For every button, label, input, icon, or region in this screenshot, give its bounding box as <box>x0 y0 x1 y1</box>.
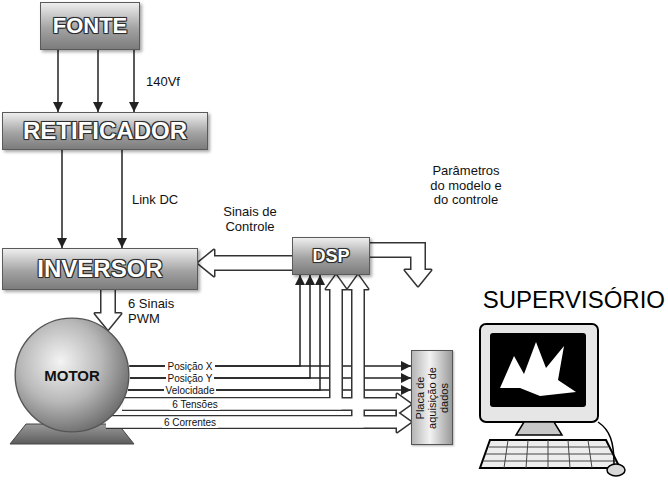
edge-label: 6 Tensões <box>170 399 219 410</box>
hollow-arrow-outline <box>370 250 431 286</box>
monitor-stand <box>516 422 562 435</box>
source-box: FONTE <box>40 2 140 50</box>
node-label: INVERSOR <box>37 255 162 283</box>
hollow-arrow-body-fill <box>212 257 292 270</box>
hollow-arrow-outline <box>106 275 368 422</box>
hollow-arrow-body <box>122 287 336 404</box>
computer-icon <box>480 324 625 476</box>
hollow-arrow-head-fill <box>397 412 411 432</box>
hollow-arrow-head <box>405 270 431 286</box>
monitor-screen <box>490 333 586 407</box>
hollow-arrow-body-fill <box>102 290 115 316</box>
edge-label: 6 Sinais PWM <box>128 297 190 327</box>
signal-arrow <box>133 50 135 112</box>
hollow-arrow-head-fill <box>326 275 346 289</box>
keyboard <box>480 440 620 468</box>
signal-arrow <box>130 275 310 378</box>
hollow-arrow-fill <box>122 275 346 404</box>
motor-body <box>15 318 129 432</box>
edge-label-holder: 140Vf <box>146 75 180 90</box>
motor-circle: MOTOR <box>14 317 130 433</box>
screen-burst <box>500 342 576 396</box>
hollow-arrow-body-fill <box>370 250 418 272</box>
node-label: Placa de aquisição de dados <box>414 353 450 442</box>
edge-label-holder: 6 Correntes <box>162 417 218 428</box>
rotated-text-holder: Placa de aquisição de dados <box>414 353 450 442</box>
hollow-arrow-fill <box>106 275 368 422</box>
acquisition-board: Placa de aquisição de dados <box>411 350 453 445</box>
edge-label: Parâmetros do modelo e do controle <box>424 164 508 209</box>
hollow-arrow-head-fill <box>405 270 431 286</box>
hollow-arrow-body <box>106 287 358 422</box>
hollow-arrow-body-fill <box>106 287 358 422</box>
hollow-arrow-body <box>212 255 292 271</box>
keyboard-keys <box>483 440 616 468</box>
signal-arrow <box>57 50 59 112</box>
node-label: SUPERVISÓRIO <box>483 286 665 314</box>
monitor-case <box>480 324 598 422</box>
node-label: DSP <box>312 246 349 267</box>
supervisory-heading: SUPERVISÓRIO <box>405 286 665 320</box>
mouse <box>607 464 625 476</box>
signal-arrow <box>97 50 99 112</box>
hollow-arrow-head-fill <box>397 394 411 414</box>
hollow-arrow-body <box>100 290 116 316</box>
hollow-arrow-head <box>397 412 411 432</box>
node-label: MOTOR <box>44 367 100 384</box>
edge-label-holder: 6 Tensões <box>170 399 219 410</box>
edge-label-holder: Parâmetros do modelo e do controle <box>424 164 508 209</box>
hollow-arrow-body-fill <box>122 287 336 404</box>
node-label: FONTE <box>53 13 128 39</box>
hollow-arrow-head-fill <box>348 275 368 289</box>
inverter-box: INVERSOR <box>2 248 198 290</box>
hollow-arrow-head <box>397 394 411 414</box>
edge-label: Posição Y <box>166 373 215 384</box>
edge-label: Link DC <box>132 193 178 208</box>
mouse-cable <box>598 422 614 464</box>
hollow-arrow-fill <box>370 250 431 286</box>
hollow-arrow-fill <box>198 250 292 276</box>
hollow-arrow-fill <box>95 290 121 330</box>
edge-label-holder: Posição X <box>165 361 214 372</box>
node-label: RETIFICADOR <box>23 117 187 145</box>
hollow-arrow-outline <box>95 290 121 330</box>
edge-label-holder: Sinais de Controle <box>210 205 290 235</box>
signal-arrow <box>128 275 320 390</box>
edge-label-holder: 6 Sinais PWM <box>128 297 190 327</box>
hollow-arrow-outline <box>122 275 346 404</box>
edge-label-holder: Posição Y <box>166 373 215 384</box>
edge-label: 140Vf <box>146 75 180 90</box>
edge-label: Sinais de Controle <box>210 205 290 235</box>
hollow-arrow-head <box>326 275 346 289</box>
edge-label: 6 Correntes <box>162 417 218 428</box>
edge-label: Posição X <box>165 361 214 372</box>
hollow-arrow-head-fill <box>198 250 214 276</box>
dsp-box: DSP <box>292 237 370 275</box>
signal-arrow <box>121 150 123 248</box>
edge-label-holder: Velocidade <box>164 385 217 396</box>
signal-arrow <box>61 150 63 248</box>
hollow-arrow-head <box>198 250 214 276</box>
edge-label-holder: Link DC <box>132 193 178 208</box>
hollow-arrow-outline <box>198 250 292 276</box>
rectifier-box: RETIFICADOR <box>2 112 208 150</box>
edge-label: Velocidade <box>164 385 217 396</box>
hollow-arrow-head <box>348 275 368 289</box>
